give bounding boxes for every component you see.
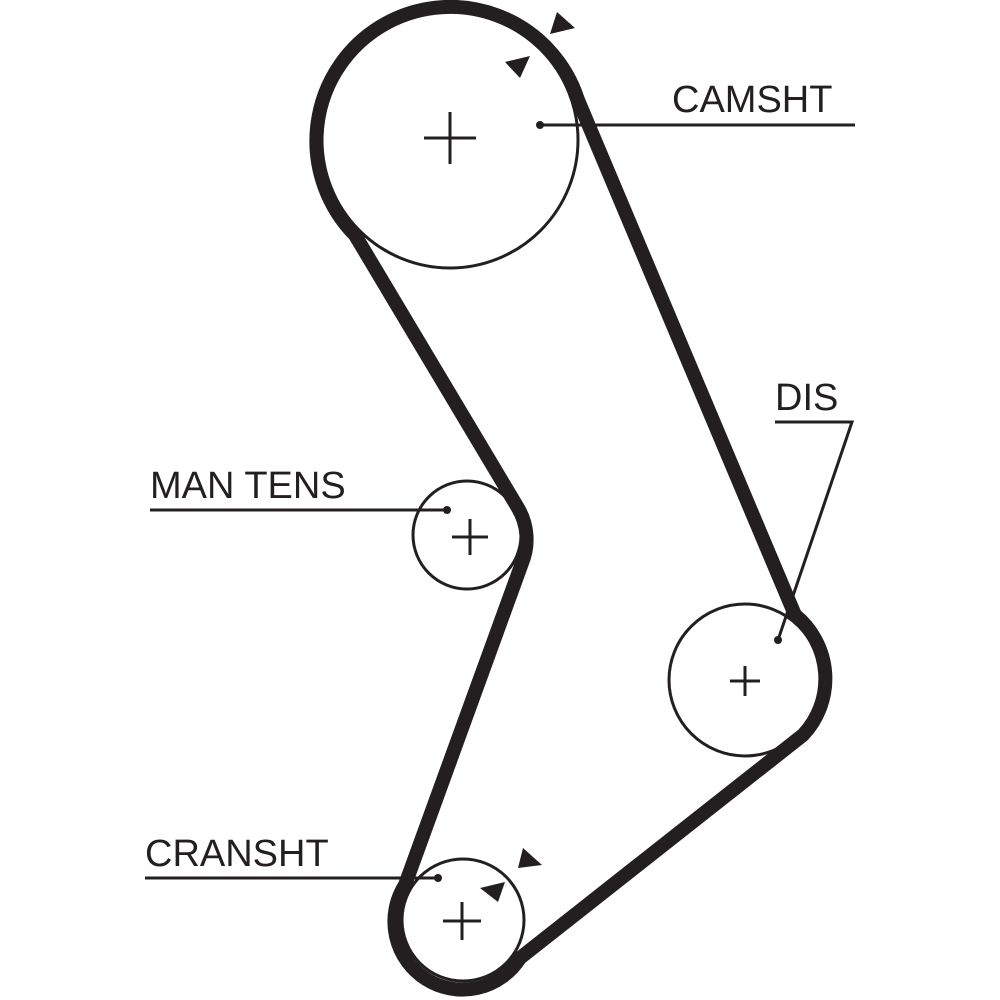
pulley-center-cross-icon [452,519,488,555]
pulley-center-cross-icon [443,902,481,940]
crankshaft-label: CRANSHT [145,833,329,875]
distributor-label: DIS [775,377,838,419]
tensioner-label: MAN TENS [150,465,346,507]
crankshaft-pulley [400,857,526,983]
pulley-center-cross-icon [730,666,760,696]
distributor-leader-line [775,420,855,641]
timing-belt [309,0,833,997]
camshaft-label: CAMSHT [672,79,832,121]
rotation-direction-arrow-icon [480,12,575,902]
pulley-center-cross-icon [424,112,476,164]
